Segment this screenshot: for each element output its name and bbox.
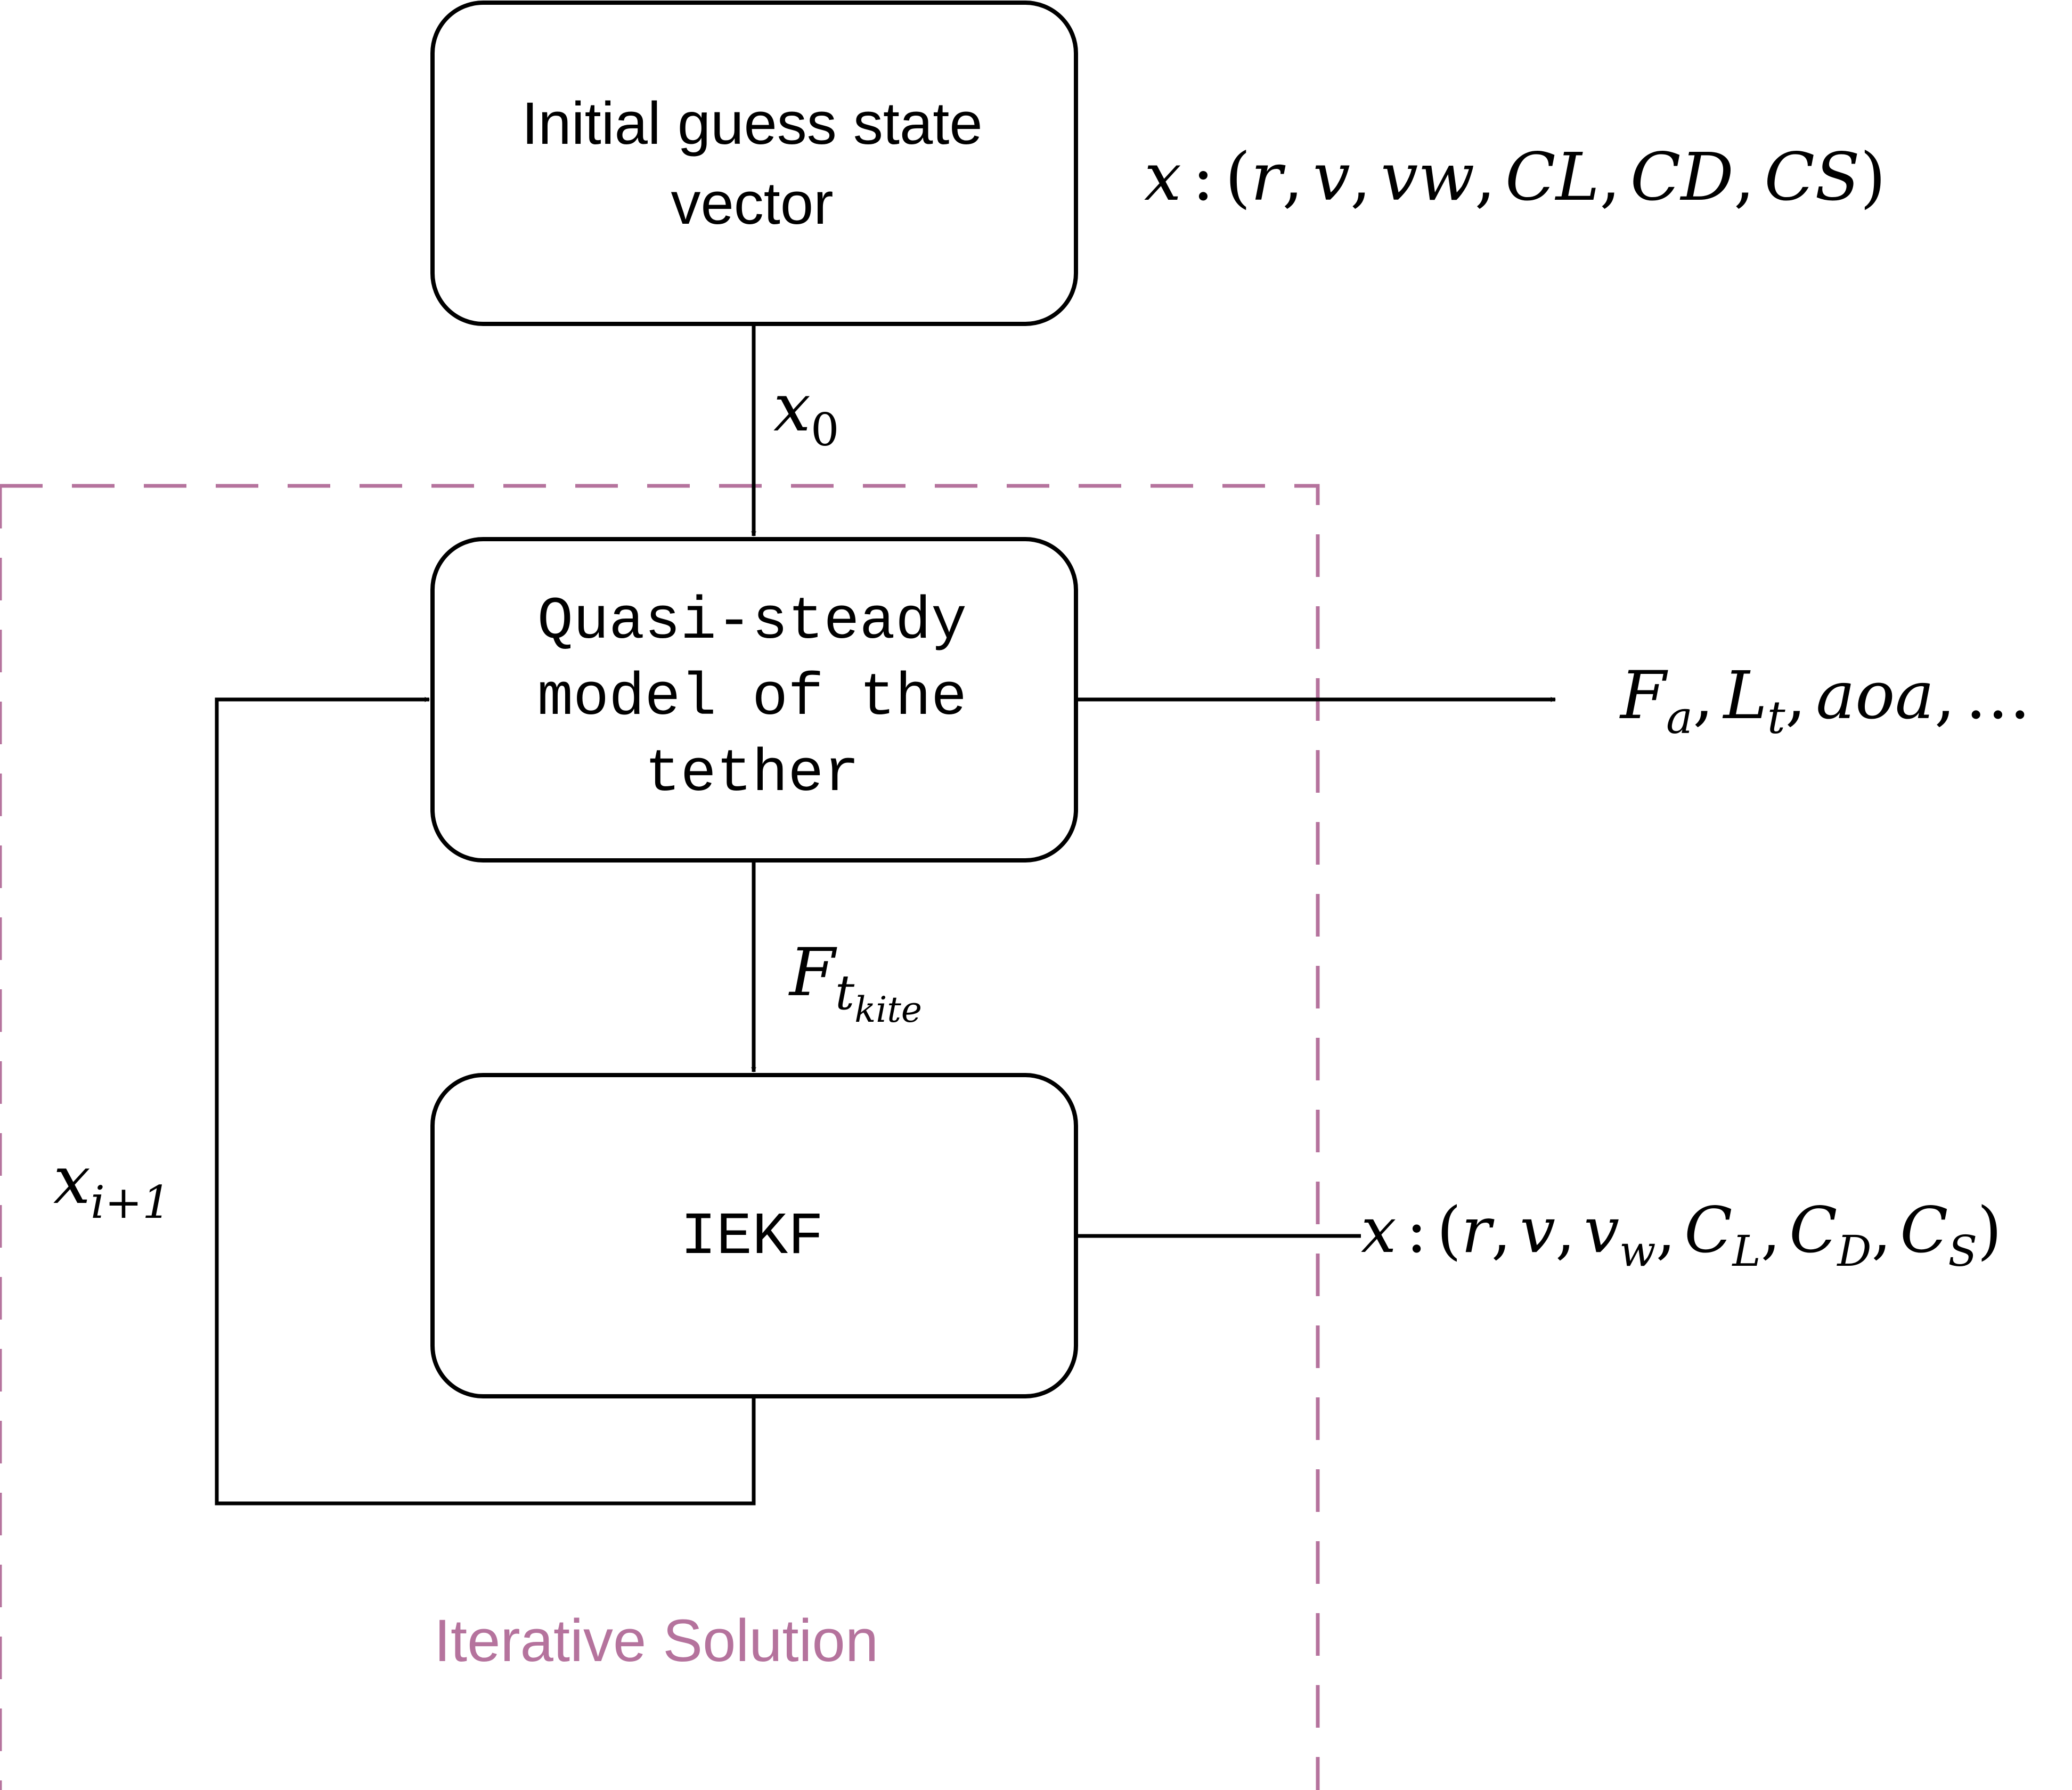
initial-guess-line-1: Initial guess state (521, 90, 982, 157)
initial-guess-line-2: vector (671, 170, 834, 237)
initial-guess-box[interactable] (430, 1, 1078, 326)
x-i-plus-1-label: xi+1 (53, 1142, 171, 1228)
f-t-kite-label: Ftkite (788, 934, 922, 1030)
state-vector-bottom-label: x:(r,v,vw,CL,CD,CS) (1361, 1193, 2002, 1276)
feedback-loop-arrow (215, 697, 756, 1506)
iterative-solution-label: Iterative Solution (434, 1607, 878, 1674)
model-line-3: tether (645, 741, 859, 808)
outputs-label: Fa,Lt,aoa,… (1619, 657, 2031, 744)
state-vector-top-label: x:(r,v,vw,CL,CD,CS) (1144, 139, 1886, 216)
model-line-2: model of the (537, 664, 967, 732)
iekf-label: IEKF (681, 1203, 824, 1271)
model-line-1: Quasi-steady (537, 588, 967, 656)
iterative-solution-group-border (0, 484, 1320, 1790)
x0-label: x0 (773, 370, 839, 456)
